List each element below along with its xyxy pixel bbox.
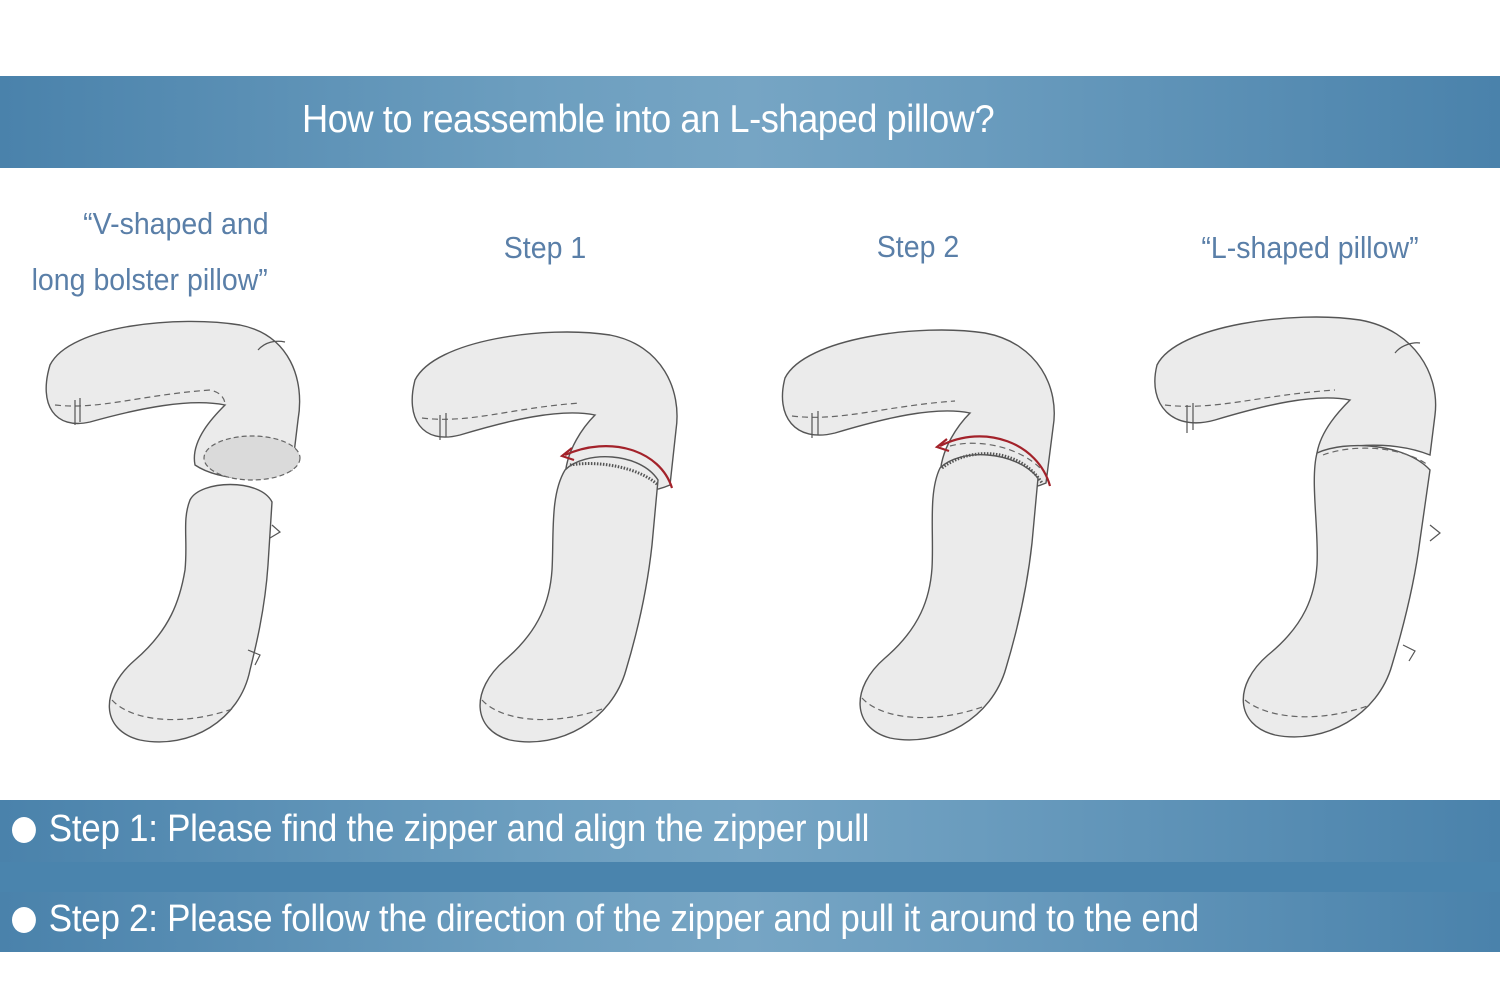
instruction-step2-text: Step 2: Please follow the direction of t… bbox=[48, 898, 1199, 940]
v-pillow-and-bolster-illustration bbox=[45, 320, 301, 743]
bullet-icon bbox=[12, 816, 36, 843]
step1-illustration bbox=[411, 331, 678, 743]
stage-label-v-shaped: “V-shaped and long bolster pillow” bbox=[32, 196, 299, 308]
l-pillow-illustration bbox=[1154, 316, 1441, 738]
title-banner: How to reassemble into an L-shaped pillo… bbox=[0, 76, 1500, 168]
stage-label-step1: Step 1 bbox=[503, 230, 587, 265]
stage-label-l-shaped: “L-shaped pillow” bbox=[1201, 230, 1419, 265]
page-title: How to reassemble into an L-shaped pillo… bbox=[302, 98, 995, 141]
instruction-band-2: Step 2: Please follow the direction of t… bbox=[0, 892, 1500, 952]
instruction-step2: Step 2: Please follow the direction of t… bbox=[12, 898, 1199, 941]
instruction-band-1: Step 1: Please find the zipper and align… bbox=[0, 800, 1500, 862]
instruction-step1-text: Step 1: Please find the zipper and align… bbox=[48, 808, 870, 850]
instruction-step1: Step 1: Please find the zipper and align… bbox=[12, 808, 869, 851]
step2-illustration bbox=[781, 329, 1055, 741]
band-divider bbox=[0, 862, 1500, 892]
stage-label-line2: long bolster pillow” bbox=[31, 262, 268, 297]
stage-label-step2: Step 2 bbox=[876, 229, 960, 264]
stage-label-line1: “V-shaped and bbox=[83, 206, 269, 241]
bullet-icon bbox=[12, 906, 36, 933]
